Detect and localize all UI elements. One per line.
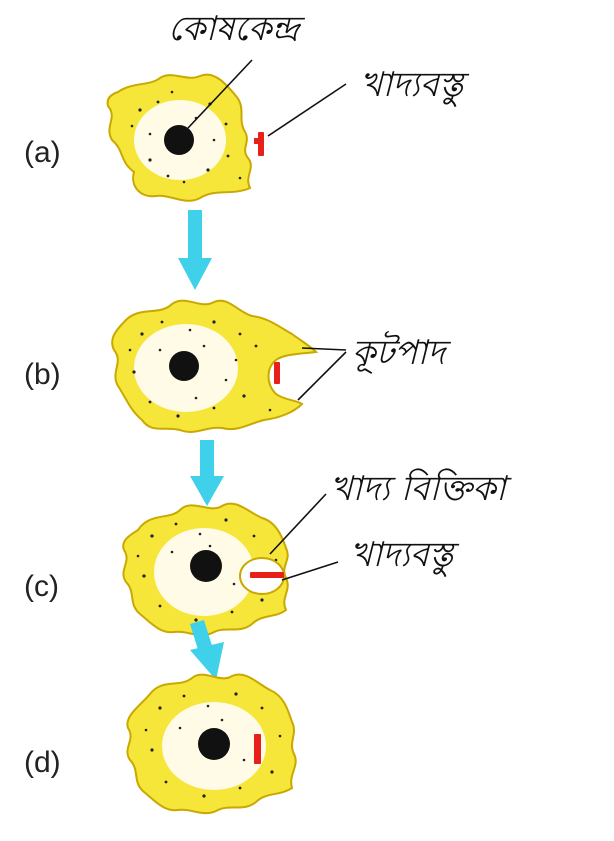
stage-c: (c) খাদ্য বিক্তিকা খাদ্যবস্তু: [24, 468, 512, 637]
label-food-vacuole: খাদ্য বিক্তিকা: [330, 468, 512, 509]
nucleus-a: [164, 125, 194, 155]
leader-food-a: [267, 83, 347, 137]
nucleus-d: [198, 728, 230, 760]
label-food-c: খাদ্যবস্তু: [350, 535, 460, 577]
leader-pseudopodia-1: [301, 347, 347, 351]
food-particle-b: [274, 362, 280, 384]
leader-nucleus: [187, 59, 253, 129]
label-pseudopodia: কূটপাদ: [352, 330, 451, 374]
granules-d: [144, 692, 282, 798]
nucleus-b: [169, 351, 199, 381]
leader-food-c: [281, 561, 339, 581]
arrow-c-d: [190, 620, 224, 680]
stage-b: (b) কূটপাদ: [24, 299, 451, 433]
granules-c: [136, 518, 278, 622]
stage-a: (a) কোষকেন্দ্র খাদ্যবস্তু: [24, 9, 470, 202]
stage-label-c: (c): [24, 570, 59, 603]
granules-b: [128, 320, 272, 418]
granules-a: [130, 90, 242, 184]
arrow-a-b: [178, 210, 212, 290]
food-particle-c: [250, 572, 284, 578]
nucleus-c: [190, 550, 222, 582]
arrow-b-c: [190, 440, 224, 506]
leader-food-vacuole: [269, 493, 327, 555]
stage-label-a: (a): [24, 136, 61, 169]
stage-label-d: (d): [24, 746, 61, 779]
leader-pseudopodia-2: [297, 351, 347, 401]
stage-d: (d): [24, 673, 297, 815]
label-nucleus: কোষকেন্দ্র: [168, 9, 306, 49]
label-food-a: খাদ্যবস্তু: [360, 65, 470, 107]
stage-label-b: (b): [24, 358, 61, 391]
food-particle-a-notch: [254, 138, 260, 144]
food-particle-d: [254, 734, 261, 764]
